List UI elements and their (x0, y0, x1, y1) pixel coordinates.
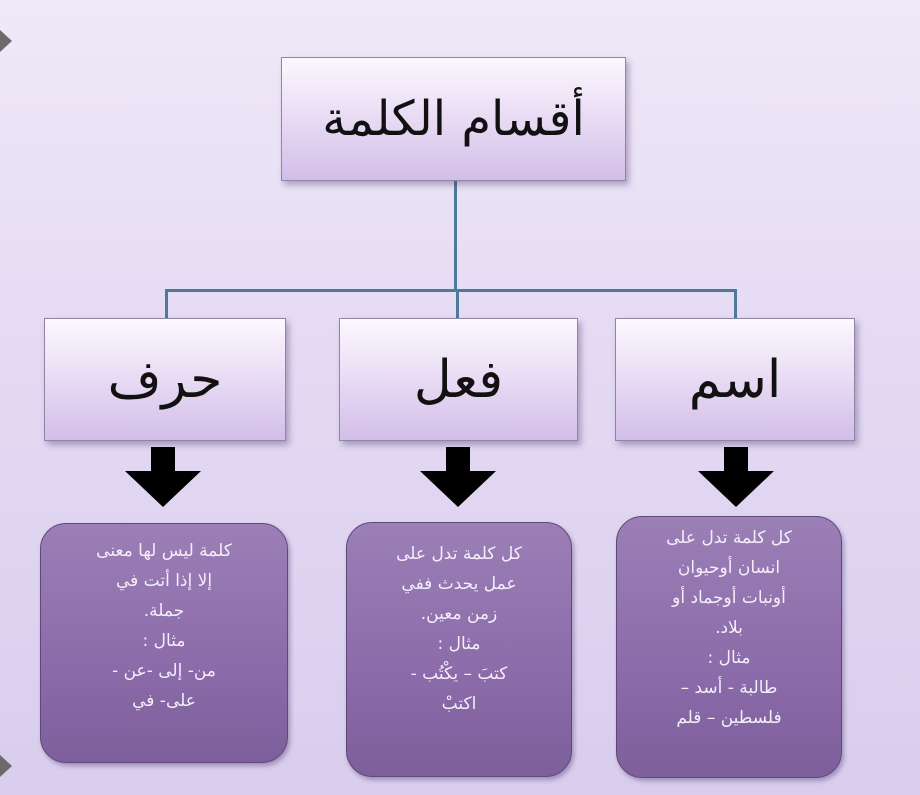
description-line: جملة. (143, 601, 185, 621)
description-card-harf: كلمة ليس لها معنى إلا إذا أتت في جملة. م… (40, 523, 288, 763)
description-line: على- في (132, 691, 196, 711)
connector-harf (165, 289, 168, 319)
category-node-harf: حرف (44, 318, 286, 441)
description-line: طالبة - أسد – (680, 678, 778, 698)
description-line: كلمة ليس لها معنى (96, 541, 232, 561)
category-label-harf: حرف (107, 349, 223, 410)
root-label: أقسام الكلمة (322, 91, 585, 147)
description-line: من- إلى -عن - (112, 661, 216, 681)
edge-mark-top (0, 30, 12, 52)
down-arrow-icon (698, 447, 774, 507)
description-line: كل كلمة تدل على (396, 544, 522, 564)
description-line: اكتبْ (441, 694, 477, 714)
description-line: مثال : (437, 634, 481, 654)
description-line: مثال : (142, 631, 186, 651)
description-line: زمن معين. (420, 604, 498, 624)
connector-ism (734, 289, 737, 319)
connector-fel (456, 289, 459, 319)
description-line: كتبَ – يكْتُب - (410, 664, 508, 684)
root-node: أقسام الكلمة (281, 57, 626, 181)
down-arrow-icon (125, 447, 201, 507)
category-node-fel: فعل (339, 318, 578, 441)
connector-horizontal (165, 289, 737, 292)
description-card-ism: كل كلمة تدل على انسان أوحيوان أونبات أوج… (616, 516, 842, 778)
category-label-fel: فعل (413, 349, 504, 410)
description-line: عمل يحدث ففي (401, 574, 517, 594)
description-line: كل كلمة تدل على (666, 528, 792, 548)
connector-root-vertical (454, 181, 457, 290)
description-line: مثال : (707, 648, 751, 668)
category-label-ism: اسم (688, 349, 782, 410)
description-card-fel: كل كلمة تدل على عمل يحدث ففي زمن معين. م… (346, 522, 572, 777)
description-line: فلسطين – قلم (676, 708, 782, 728)
description-line: أونبات أوجماد أو (672, 588, 786, 608)
description-line: إلا إذا أتت في (115, 571, 213, 591)
description-line: انسان أوحيوان (677, 558, 781, 578)
edge-mark-bottom (0, 755, 12, 777)
description-line: بلاد. (715, 618, 743, 638)
category-node-ism: اسم (615, 318, 855, 441)
down-arrow-icon (420, 447, 496, 507)
